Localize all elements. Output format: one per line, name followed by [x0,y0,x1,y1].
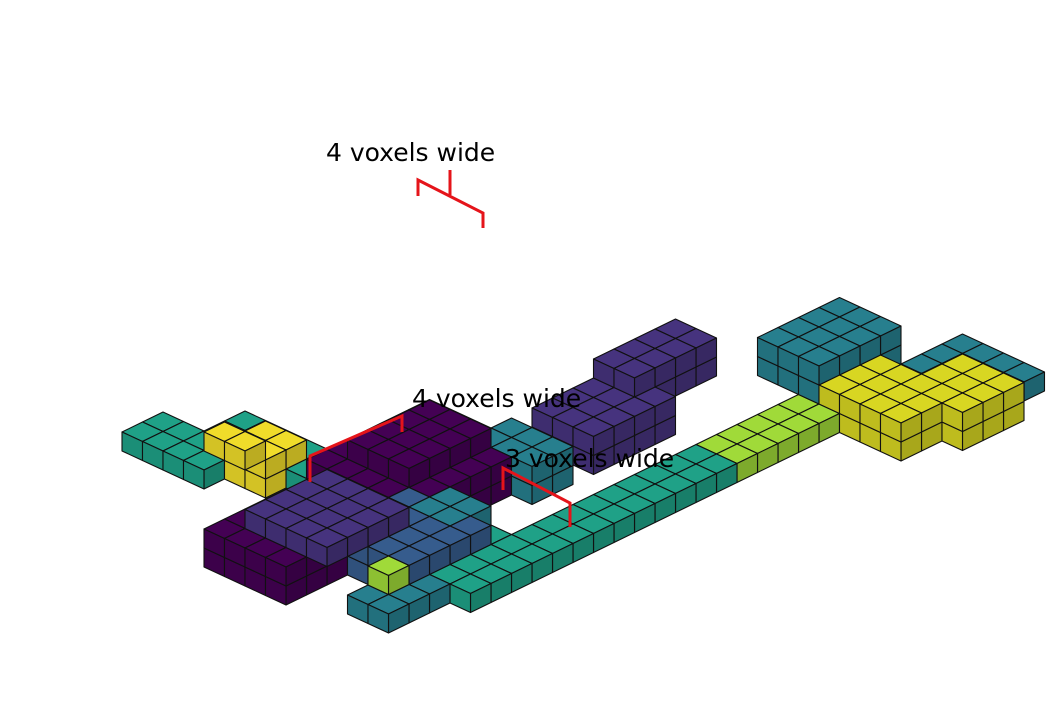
voxel-front-face [941,402,964,433]
voxel-front-face [264,556,287,587]
width-bracket [416,177,485,228]
voxel-front-face [223,440,246,471]
annotation-label-right: 3 voxels wide [505,444,675,473]
voxel-front-face [367,565,390,596]
voxel-front-face [879,412,902,443]
voxel-front-face [510,456,533,487]
voxel-front-face [572,426,595,457]
voxel-structure [121,296,1046,634]
voxel-front-face [613,367,636,398]
annotation-brackets [308,170,572,527]
width-bracket [308,413,404,482]
annotation-label-middle: 4 voxels wide [412,384,582,413]
voxel-front-face [367,603,390,634]
annotation-label-top: 4 voxels wide [326,138,496,167]
voxel-front-face [797,355,820,386]
voxel-front-face [387,458,410,489]
width-bracket [501,465,572,527]
voxel-front-face [305,537,328,568]
voxel-front-face [182,459,205,490]
